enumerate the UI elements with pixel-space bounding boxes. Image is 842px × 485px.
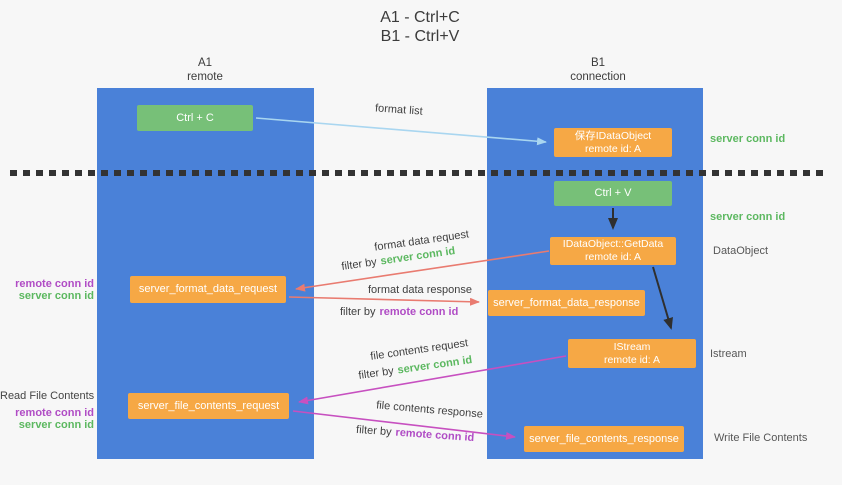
annotation-server-conn-id-mid: server conn id	[710, 211, 786, 223]
node-ctrl-c: Ctrl + C	[137, 105, 253, 131]
label-file-contents-response: file contents response	[375, 399, 484, 421]
annotation-write-file-contents: Write File Contents	[714, 432, 808, 444]
lane-a1-name: A1	[197, 57, 213, 69]
lane-header-b1: B1 connection	[548, 56, 648, 84]
lane-b1-subtitle: connection	[570, 71, 626, 83]
label-filter-remote-conn-id-1: filter by remote conn id	[340, 306, 458, 318]
annotation-read-file-contents: Read File Contents	[0, 390, 95, 402]
annotation-server-conn-id-upper: server conn id	[18, 290, 94, 302]
node-save-idataobject-line2: remote id: A	[584, 142, 642, 155]
node-ctrl-v-label: Ctrl + V	[594, 187, 632, 199]
node-istream: IStream remote id: A	[568, 339, 696, 368]
node-server-format-data-response: server_format_data_response	[488, 290, 645, 316]
lane-b1-name: B1	[590, 57, 606, 69]
annotation-server-conn-id-lower: server conn id	[18, 419, 94, 431]
filter-by-text: filter by	[355, 423, 392, 439]
filter-by-text: filter by	[340, 306, 376, 318]
title-line-2: B1 - Ctrl+V	[380, 28, 460, 45]
arrow-format-data-response	[288, 296, 480, 306]
annotation-istream: Istream	[710, 348, 747, 360]
remote-conn-id-text: remote conn id	[395, 426, 475, 445]
node-getdata-line1: IDataObject::GetData	[562, 238, 664, 250]
annotation-server-conn-id-top: server conn id	[710, 133, 786, 145]
label-format-data-response: format data response	[368, 284, 472, 296]
label-format-list: format list	[374, 102, 424, 118]
annotation-remote-conn-id-upper: remote conn id	[15, 278, 94, 290]
annotation-remote-conn-id-lower: remote conn id	[15, 407, 94, 419]
lane-a1-subtitle: remote	[187, 71, 223, 83]
node-server-format-data-request: server_format_data_request	[130, 276, 286, 303]
node-save-idataobject: 保存IDataObject remote id: A	[554, 128, 672, 157]
filter-by-text: filter by	[357, 365, 395, 382]
dotted-divider	[10, 170, 824, 176]
label-filter-remote-conn-id-2: filter by remote conn id	[356, 424, 475, 444]
node-file-request-label: server_file_contents_request	[137, 399, 280, 412]
node-file-response-label: server_file_contents_response	[529, 432, 679, 445]
node-istream-line1: IStream	[613, 340, 651, 353]
diagram-title: A1 - Ctrl+C B1 - Ctrl+V	[300, 8, 540, 46]
remote-conn-id-text: remote conn id	[379, 306, 459, 318]
node-server-file-contents-response: server_file_contents_response	[524, 426, 684, 452]
node-ctrl-c-label: Ctrl + C	[176, 111, 214, 124]
node-server-file-contents-request: server_file_contents_request	[128, 393, 289, 419]
title-line-1: A1 - Ctrl+C	[380, 9, 460, 26]
node-idataobject-getdata: IDataObject::GetData remote id: A	[550, 237, 676, 265]
annotation-conn-ids-upper: remote conn id server conn id	[0, 278, 94, 302]
node-getdata-line2: remote id: A	[584, 251, 642, 263]
node-ctrl-v: Ctrl + V	[554, 181, 672, 206]
annotation-read-file-contents-group: Read File Contents remote conn id server…	[0, 390, 94, 431]
node-format-response-label: server_format_data_response	[493, 296, 640, 309]
filter-by-text: filter by	[340, 256, 378, 273]
node-istream-line2: remote id: A	[603, 353, 661, 366]
node-format-request-label: server_format_data_request	[138, 283, 278, 295]
node-save-idataobject-line1: 保存IDataObject	[574, 129, 652, 142]
annotation-dataobject: DataObject	[713, 245, 769, 257]
lane-header-a1: A1 remote	[155, 56, 255, 84]
